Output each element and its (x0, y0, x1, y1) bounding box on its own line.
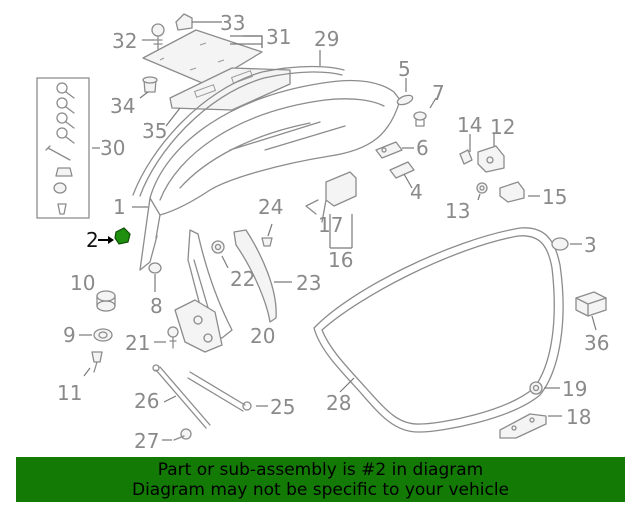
callout-32: 32 (112, 29, 137, 53)
callout-1: 1 (113, 195, 126, 219)
callout-3: 3 (584, 233, 597, 257)
callout-16: 16 (328, 248, 353, 272)
callout-28: 28 (326, 391, 351, 415)
info-banner: Part or sub-assembly is #2 in diagram Di… (16, 457, 625, 502)
callout-10: 10 (70, 271, 95, 295)
callout-26: 26 (134, 389, 159, 413)
part-15-bumper (499, 181, 525, 203)
part-34-grommet (142, 76, 158, 93)
callout-31: 31 (266, 25, 291, 49)
part-5-plug (396, 94, 414, 106)
part-19-nut (529, 381, 543, 395)
part-23-hinge-cover (233, 229, 277, 323)
callout-36: 36 (584, 331, 609, 355)
callout-labels: 1 2 3 4 5 6 7 8 9 10 11 12 13 14 15 16 1… (57, 11, 609, 453)
callout-30: 30 (100, 136, 125, 160)
callout-19: 19 (562, 377, 587, 401)
callout-4: 4 (410, 180, 423, 204)
part-28-weatherstrip (313, 227, 564, 433)
banner-line-1: Part or sub-assembly is #2 in diagram (157, 459, 484, 480)
part-36-block (575, 291, 607, 317)
callout-8: 8 (150, 294, 163, 318)
part-12-latch (477, 145, 505, 173)
callout-13: 13 (445, 199, 470, 223)
part-3-cap (551, 237, 569, 251)
part-33-clip (175, 13, 193, 31)
part-27-ball-stud (173, 428, 192, 441)
callout-2: 2 (86, 228, 99, 252)
callout-22: 22 (230, 267, 255, 291)
callout-18: 18 (566, 405, 591, 429)
part-6-bracket (375, 141, 403, 159)
callout-35: 35 (142, 119, 167, 143)
callout-33: 33 (220, 11, 245, 35)
part-9-washer (93, 328, 113, 342)
callout-27: 27 (134, 429, 159, 453)
callout-25: 25 (270, 395, 295, 419)
callout-9: 9 (63, 323, 76, 347)
part-10-buffer (96, 290, 116, 312)
part-30-fastener-kit (36, 77, 90, 219)
part-17-bracket (305, 171, 357, 223)
part-7-grommet (413, 111, 427, 127)
part-35-trim-panel (169, 67, 291, 111)
callout-17: 17 (318, 213, 343, 237)
callout-23: 23 (296, 271, 321, 295)
callout-24: 24 (258, 195, 283, 219)
part-32-screw (151, 23, 165, 51)
part-1-trunk-lid (139, 79, 401, 271)
callout-6: 6 (416, 136, 429, 160)
part-24-clip (261, 237, 273, 247)
callout-15: 15 (542, 185, 567, 209)
callout-20: 20 (250, 324, 275, 348)
part-11-bolt (91, 351, 103, 373)
part-14-clip (459, 149, 473, 165)
part-4-lamp-lens (389, 161, 415, 179)
leader-lines (79, 21, 597, 441)
part-13-nut (476, 182, 488, 194)
callout-21: 21 (125, 331, 150, 355)
part-29-seal-strip (132, 65, 345, 197)
part-2-clip-highlighted (98, 227, 131, 245)
callout-11: 11 (57, 381, 82, 405)
part-26-strut (152, 364, 211, 429)
part-18-striker-plate (499, 413, 547, 439)
callout-12: 12 (490, 115, 515, 139)
callout-7: 7 (432, 81, 445, 105)
callout-14: 14 (457, 113, 482, 137)
part-22-nut (211, 240, 225, 254)
callout-5: 5 (398, 57, 411, 81)
part-25-strut (187, 371, 252, 412)
part-21-bolt (167, 326, 179, 349)
callout-29: 29 (314, 27, 339, 51)
part-20-hinge (174, 229, 233, 353)
banner-line-2: Diagram may not be specific to your vehi… (131, 479, 509, 500)
callout-34: 34 (110, 94, 135, 118)
part-8-bump-stop (148, 262, 162, 274)
